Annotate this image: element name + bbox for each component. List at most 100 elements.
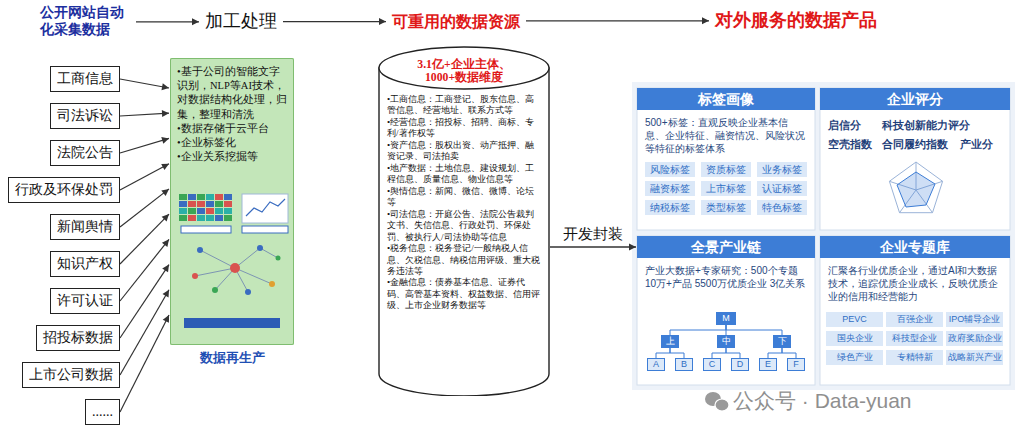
source-box: 上市公司数据 [22,362,120,388]
tag-text: 专精特新 [886,350,943,365]
chain-letter: 下 [773,335,791,348]
chart-figure [242,194,288,233]
step-text: 加工处理 [205,11,277,33]
tag-chip: 认证标签 [757,181,807,196]
score-grid: 启信分科技创新能力评分空壳指数合同履约指数产业分 [820,110,1010,151]
connector-line [782,348,796,358]
card-ground [637,88,815,230]
watermark: 公众号 · Data-yuan [733,389,912,413]
chain-box: E [759,358,777,371]
connector-line [712,348,726,358]
tag-chip: 绿色产业 [826,350,883,365]
flow-step: 公开网站自动化采集数据 [40,5,130,39]
chain-letter: D [732,359,748,370]
tag-text: 百强企业 [886,312,943,327]
network-dot [192,273,198,279]
connector [670,348,684,358]
resource-item: •工商信息：工商登记、股东信息、高管信息、经营地址、联系方式等 [378,94,550,117]
resource-item: •税务信息：税务登记/一般纳税人信息、欠税信息、纳税信用评级、重大税务违法等 [378,243,550,277]
card-ground [637,236,815,385]
source-box: 工商信息 [50,66,120,92]
score-name: 产业分 [960,138,1002,151]
source-text: 行政及环保处罚 [15,181,113,199]
connector-line [726,325,782,335]
connector [120,79,169,90]
network-dot [230,263,240,273]
source-box: 许可认证 [50,288,120,314]
card-body: 产业大数据+专家研究：500个专题 10万+产品 5500万优质企业 3亿关系 [637,258,815,290]
chain-box: M [716,312,736,325]
radar-area [897,172,935,207]
chain-letter: A [648,359,664,370]
connector-line [120,164,169,190]
product-card: 标签画像500+标签：直观反映企业基本信息、企业特征、融资情况、风险状况等特征的… [637,88,815,230]
score-name: 合同履约指数 [882,138,960,151]
mosaic-cells [179,194,232,221]
chain-box: C [703,358,721,371]
network-dot [269,281,275,287]
arrow-head [161,83,169,90]
chain-letter: 中 [717,335,735,348]
edge-label: 开发封装 [561,225,625,243]
source-box: ...... [85,399,120,425]
tag-text: 政府奖励企业 [946,331,1003,346]
connector [136,18,199,25]
source-text: 招投标数据 [43,329,113,347]
source-box: 司法诉讼 [50,103,120,129]
connector-line [768,348,782,358]
connector [656,348,670,358]
flow-step: 可重用的数据资源 [392,12,520,31]
tag-text: 风险标签 [645,162,695,177]
connector [120,265,169,338]
connector [120,137,169,153]
card-body: 500+标签：直观反映企业基本信息、企业特征、融资情况、风险状况等特征的标签体系 [637,110,815,155]
chart-line [246,199,285,216]
tag-chip: 百强企业 [886,312,943,327]
source-text: 工商信息 [57,70,113,88]
connector-line [670,348,684,358]
arrow-head [162,265,169,273]
arrow-head [163,315,169,323]
card-header: 全景产业链 [637,236,815,258]
bullet-text: •基于公司的智能文字识别，NLP等AI技术，对数据结构化处理，归集，整理和清洗 [177,65,287,122]
source-box: 行政及环保处罚 [8,177,120,203]
tag-text: 科技型企业 [886,331,943,346]
arrow-head [629,244,636,251]
chain-box: D [731,358,749,371]
data-cylinder: 3.1亿+企业主体、1000+数据维度•工商信息：工商登记、股东信息、高管信息、… [378,46,550,396]
connector-line [120,239,169,301]
radar-axes [889,162,942,213]
resource-item: •资产信息：股权出资、动产抵押、融资记录、司法拍卖 [378,140,550,163]
connector [768,348,782,358]
cylinder-top [379,47,549,89]
card-ground [820,236,1010,385]
score-name: 启信分 [828,119,882,132]
source-text: 许可认证 [57,292,113,310]
chain-letter: 上 [661,335,679,348]
bullet-text: •企业标签化 [177,136,287,150]
tag-chip: 资质标签 [701,162,751,177]
resource-item: •司法信息：开庭公告、法院公告裁判文书、失信信息、行政处罚、环保处罚、被执行人/… [378,209,550,243]
network-dot [276,256,281,261]
mosaic-cells [179,194,232,221]
chain-box: 上 [661,335,679,348]
tag-text: 国央企业 [826,331,883,346]
arrow-head [379,18,386,25]
figure-caption-bar [242,226,288,233]
figure-caption-bar [181,226,231,233]
card-header: 标签画像 [637,88,815,110]
flow-step: 对外服务的数据产品 [715,10,877,32]
connector [283,18,386,25]
network-dot [197,247,203,253]
resource-item: •经营信息：招投标、招聘、商标、专利/著作权等 [378,117,550,140]
tag-text: IPO辅导企业 [946,312,1003,327]
label-holder: 开发封装 [561,225,625,243]
connector-line [550,246,636,247]
flow-step: 加工处理 [205,11,277,33]
tag-text: PEVC [826,312,883,327]
connector-line [726,348,740,358]
step-text: 对外服务的数据产品 [715,10,877,32]
connector [712,348,726,358]
chart-frame [242,194,288,223]
product-panel [632,82,1015,390]
